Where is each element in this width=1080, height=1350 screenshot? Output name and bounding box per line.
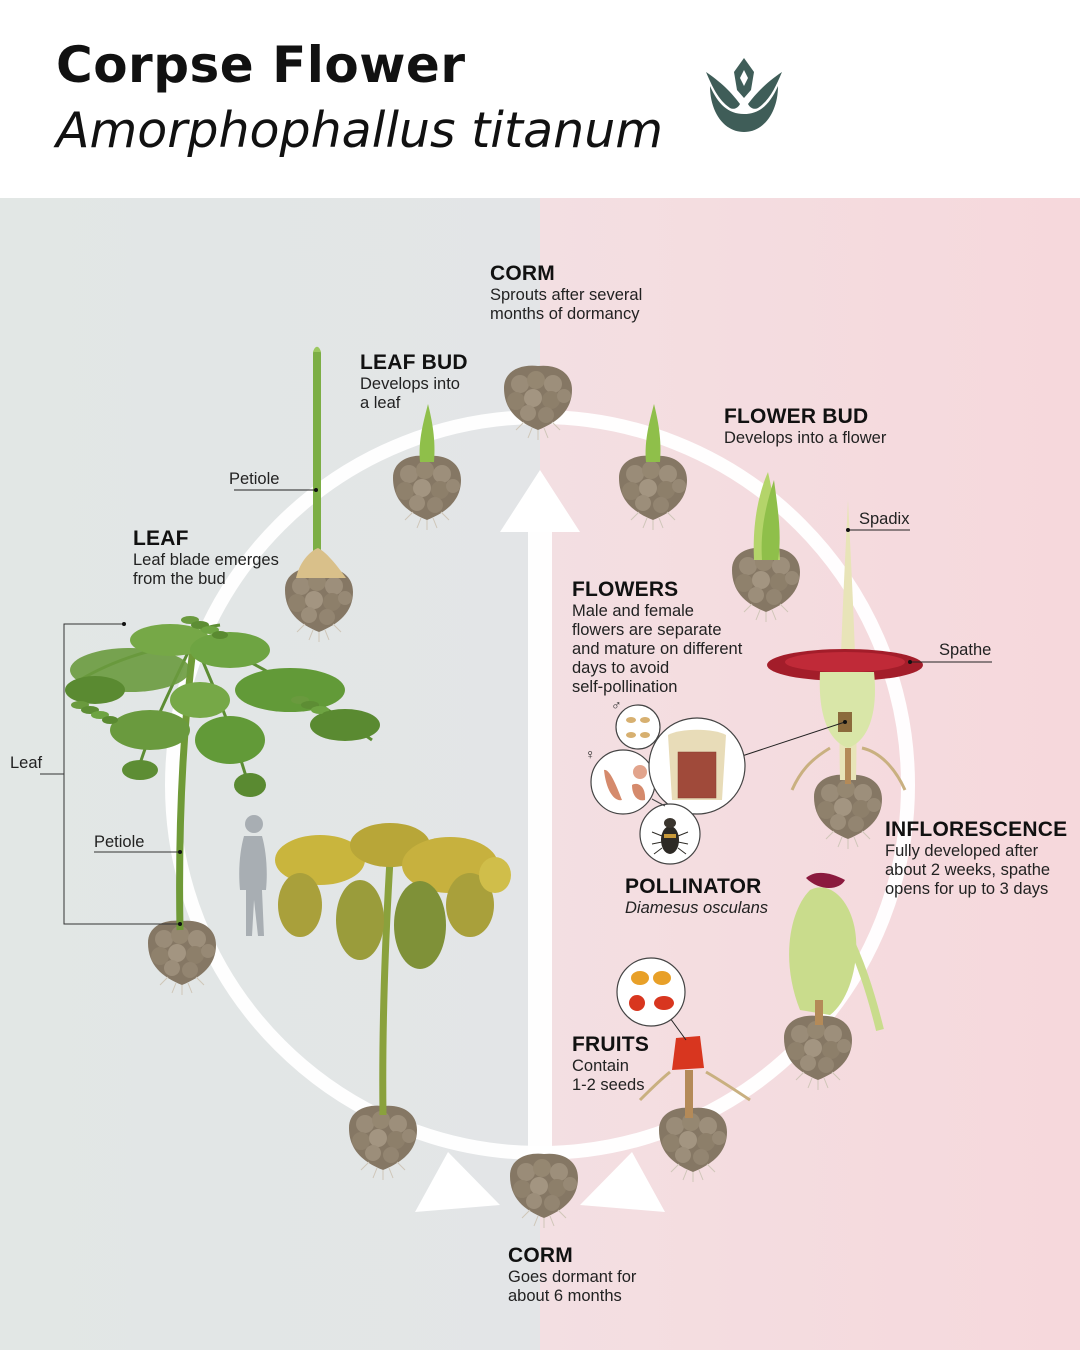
stage-label-pollinator: POLLINATOR Diamesus osculans	[625, 875, 768, 918]
stage-title: CORM	[508, 1244, 573, 1267]
human-scale-silhouette	[239, 815, 267, 936]
stage-label-inflorescence: INFLORESCENCE Fully developed after abou…	[885, 818, 1067, 899]
corm-bottom-illustration	[509, 1153, 579, 1229]
leaf-emerging-corm-illustration	[284, 567, 354, 643]
wilting-flower-illustration	[789, 872, 884, 1031]
stage-label-flowers: FLOWERS Male and female flowers are sepa…	[572, 578, 742, 697]
mature-leaf-corm-illustration	[147, 920, 217, 996]
stage-label-corm-bottom: CORM Goes dormant for about 6 months	[508, 1244, 636, 1306]
callout-petiole-upper: Petiole	[229, 470, 280, 488]
callout-spadix: Spadix	[859, 510, 910, 528]
stage-description: Male and female flowers are separate and…	[572, 602, 743, 697]
stage-description: Contain 1-2 seeds	[572, 1057, 645, 1095]
stage-title: FLOWERS	[572, 578, 679, 601]
stage-description: Fully developed after about 2 weeks, spa…	[885, 842, 1051, 899]
senescent-leaf-corm-illustration	[348, 1105, 418, 1181]
stage-label-fruits: FRUITS Contain 1-2 seeds	[572, 1033, 649, 1095]
male-symbol-icon: ♂	[611, 697, 622, 713]
stage-title: FRUITS	[572, 1033, 650, 1056]
fruit-corm-illustration	[658, 1107, 728, 1183]
flowers-leader	[741, 721, 846, 757]
stage-title: LEAF BUD	[360, 351, 468, 374]
pollinator-beetle-detail	[639, 803, 701, 865]
callout-leaf-bracket: Leaf	[10, 754, 43, 772]
corm-top-illustration	[503, 365, 573, 441]
male-flowers-detail	[615, 704, 661, 750]
stage-description: Sprouts after several months of dormancy	[490, 286, 643, 324]
fruits-detail	[616, 957, 686, 1027]
stage-description: Develops into a flower	[724, 429, 887, 448]
stage-label-leaf-bud: LEAF BUD Develops into a leaf	[360, 351, 468, 413]
stage-label-flower-bud: FLOWER BUD Develops into a flower	[724, 405, 886, 448]
stage-title: POLLINATOR	[625, 875, 762, 898]
flower-bud-shoot	[645, 404, 661, 462]
stage-description: Develops into a leaf	[360, 375, 460, 413]
inflorescence-corm-illustration	[813, 774, 883, 850]
stage-title: INFLORESCENCE	[885, 818, 1068, 841]
leaf-bud-corm-illustration	[392, 455, 462, 531]
mature-leaf-illustration	[65, 616, 380, 931]
flower-bud-corm-illustration	[618, 455, 688, 531]
fruit-cluster-illustration	[638, 1036, 751, 1118]
senescent-leaf-illustration	[275, 823, 511, 1116]
stage-label-leaf: LEAF Leaf blade emerges from the bud	[133, 527, 279, 589]
spadix-base-detail	[648, 717, 746, 815]
stage-description: Goes dormant for about 6 months	[508, 1268, 637, 1306]
female-flowers-detail	[590, 749, 656, 815]
header: Corpse Flower Amorphophallus titanum	[0, 0, 1080, 198]
page-subtitle: Amorphophallus titanum	[56, 102, 663, 159]
page-title: Corpse Flower	[56, 36, 466, 94]
lotus-logo-icon	[706, 58, 782, 132]
wilting-flower-corm-illustration	[783, 1015, 853, 1091]
stage-label-corm-top: CORM Sprouts after several months of dor…	[490, 262, 642, 324]
stage-title: CORM	[490, 262, 555, 285]
callout-spathe: Spathe	[939, 641, 992, 659]
stage-title: LEAF	[133, 527, 189, 550]
leaf-bracket	[40, 622, 182, 926]
stage-description: Leaf blade emerges from the bud	[133, 551, 279, 589]
emerging-leaf-petiole	[313, 350, 321, 575]
inflorescence-illustration	[767, 500, 923, 791]
callout-petiole-lower: Petiole	[94, 833, 145, 851]
pollinator-species: Diamesus osculans	[625, 899, 769, 918]
cycle-arrow-ring	[165, 410, 915, 1212]
leaf-bud-shoot	[419, 404, 435, 462]
female-symbol-icon: ♀	[585, 746, 596, 762]
stage-title: FLOWER BUD	[724, 405, 869, 428]
